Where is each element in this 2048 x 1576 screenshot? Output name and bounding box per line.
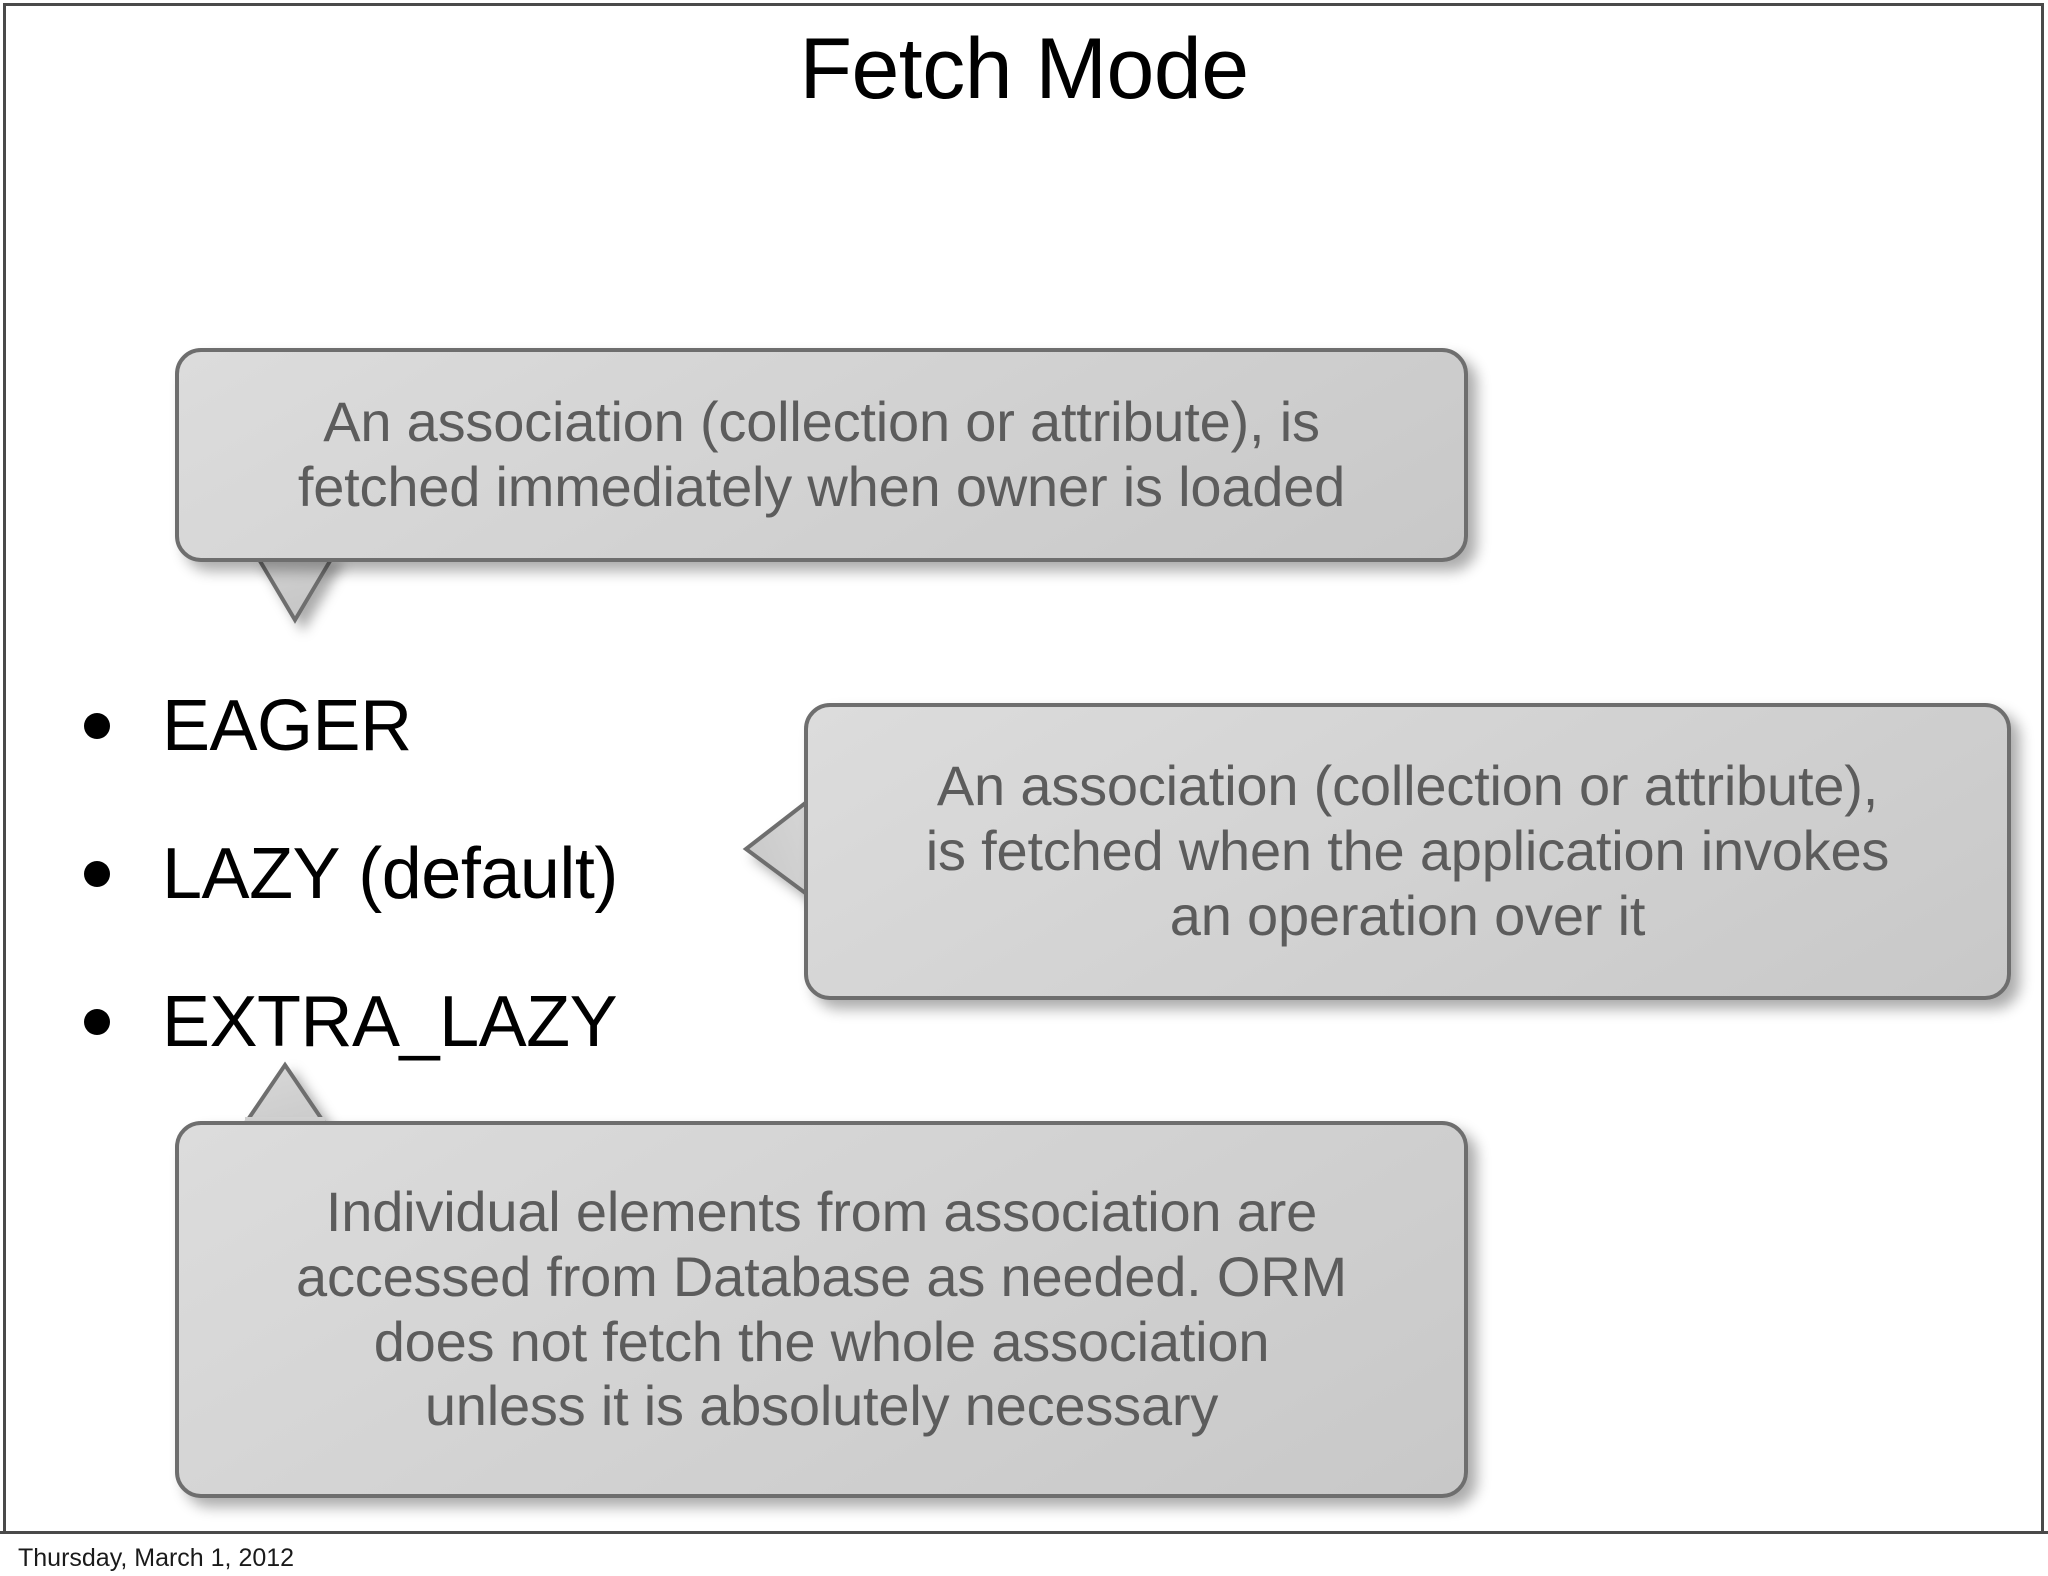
footer-date: Thursday, March 1, 2012 xyxy=(18,1544,295,1572)
callout-lazy-line-3: an operation over it xyxy=(1169,883,1646,947)
callout-extra-lazy-line-1: Individual elements from association are xyxy=(325,1179,1318,1243)
list-item-lazy[interactable]: LAZY (default) xyxy=(60,800,820,948)
callout-eager-line-1: An association (collection or attribute)… xyxy=(323,390,1320,454)
list-item-extra-lazy[interactable]: EXTRA_LAZY xyxy=(60,948,820,1096)
list-item-eager[interactable]: EAGER xyxy=(60,652,820,800)
callout-extra-lazy-line-3: does not fetch the whole association xyxy=(373,1309,1270,1373)
bullet-dot-icon xyxy=(84,861,110,887)
footer-divider xyxy=(0,1531,2048,1534)
fetch-mode-list: EAGER LAZY (default) EXTRA_LAZY xyxy=(60,652,820,1096)
callout-lazy-line-2: is fetched when the application invokes xyxy=(925,819,1890,883)
list-item-label: EXTRA_LAZY xyxy=(162,982,618,1062)
list-item-label: EAGER xyxy=(162,686,412,766)
callout-eager-text: An association (collection or attribute)… xyxy=(272,390,1371,520)
callout-extra-lazy-line-2: accessed from Database as needed. ORM xyxy=(296,1244,1347,1308)
bullet-dot-icon xyxy=(84,713,110,739)
callout-eager-bubble: An association (collection or attribute)… xyxy=(175,348,1468,562)
callout-eager-tail xyxy=(253,552,337,624)
slide-title: Fetch Mode xyxy=(799,21,1249,117)
list-item-label: LAZY (default) xyxy=(162,834,618,914)
bullet-dot-icon xyxy=(84,1009,110,1035)
callout-extra-lazy-bubble: Individual elements from association are… xyxy=(175,1121,1468,1498)
callout-eager-line-2: fetched immediately when owner is loaded xyxy=(297,455,1346,518)
callout-lazy-line-1: An association (collection or attribute)… xyxy=(936,754,1879,818)
callout-lazy-text: An association (collection or attribute)… xyxy=(900,754,1915,949)
callout-extra-lazy-line-4: unless it is absolutely necessary xyxy=(424,1374,1219,1438)
callout-extra-lazy-text: Individual elements from association are… xyxy=(270,1180,1373,1440)
callout-lazy-bubble: An association (collection or attribute)… xyxy=(804,703,2011,1000)
